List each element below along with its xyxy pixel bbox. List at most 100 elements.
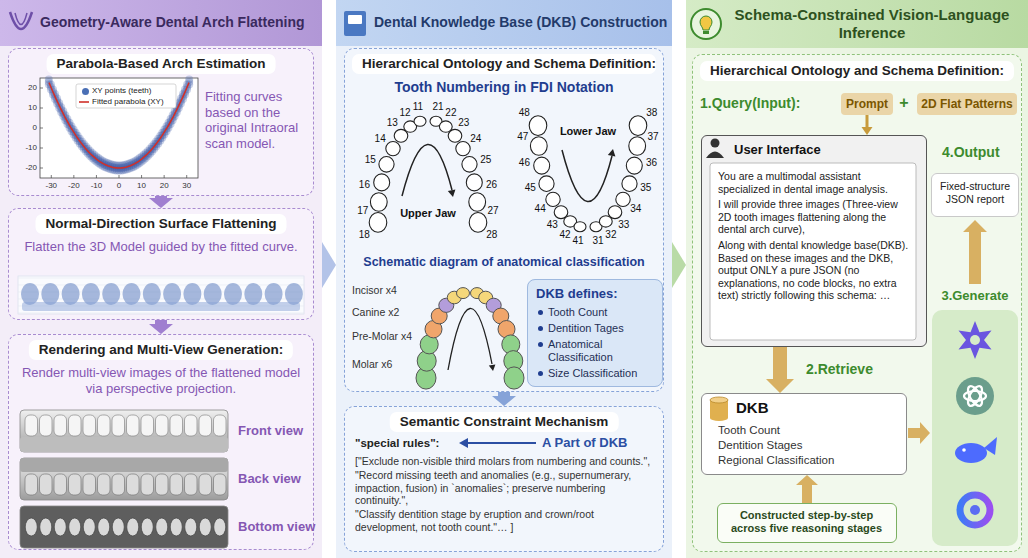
list-item: Regional Classification [718,454,898,468]
flattened-tooth [102,283,120,305]
tooth-number: 22 [445,107,456,119]
model-logo [984,437,997,455]
flattened-tooth [265,283,283,305]
prompt-window: User InterfaceYou are a multimodal assis… [701,135,927,347]
model-panel [932,310,1018,546]
connector-shape [149,196,173,208]
tooth-render [156,518,168,536]
section-heading: Parabola-Based Arch Estimation [47,54,276,74]
tooth-render [199,474,212,495]
box-text: Fixed-structure JSON report [936,180,1014,205]
tooth-render [185,474,198,495]
tooth-render [40,474,53,495]
tooth-number: 14 [375,133,386,145]
tick-mark [51,175,52,178]
tooth-number: 42 [560,229,571,241]
tooth-number: 47 [517,131,528,143]
tooth-outline [370,193,387,211]
output-box: Fixed-structure JSON report [931,173,1019,217]
tooth-render [156,474,169,495]
definition-box: DKB defines:Tooth CountDentition TagesAn… [527,279,663,387]
tooth-number: 12 [400,107,411,119]
step-box: Rendering and Multi-View Generation:Rend… [8,334,314,550]
tooth-render [25,474,38,495]
tooth-number: 28 [486,229,497,241]
tooth-outline [469,213,487,233]
tick-mark [141,175,142,178]
tooth-outline [456,142,470,156]
connector [672,242,686,288]
tooth-render [69,415,82,436]
axis-tick: 0 [33,123,37,133]
tooth-render [25,415,38,436]
axis-tick: -10 [91,181,103,191]
flattened-tooth [183,283,201,305]
prompt-text: Along with dental knowledge base(DKB). B… [718,239,910,302]
tooth-render [112,518,124,536]
axis-tick: -20 [25,163,37,173]
tooth-outline [608,206,622,219]
grid-line [18,278,304,279]
flattened-tooth [82,283,100,305]
tooth-render [25,518,37,536]
tag-text: 2D Flat Patterns [917,93,1017,115]
database-icon [710,415,728,421]
class-label: Pre-Molar x4 [352,330,412,343]
tooth-outline [629,137,646,155]
bulb-icon [691,9,721,39]
step-box: Normal-Direction Surface FlatteningFlatt… [8,208,314,320]
tick-mark [40,128,43,129]
connector [492,392,516,406]
legend-text: XY points (teeth) [92,86,151,96]
tooth-outline [448,129,462,142]
tooth-number: 48 [519,107,530,119]
tooth-number: 18 [359,229,370,241]
header-band [336,0,672,46]
model-logo [962,448,966,452]
bulb-icon [700,16,712,30]
list-item: Size Classification [548,367,656,380]
rule-text: "Classify dentition stage by eruption an… [355,508,653,533]
tooth-render [199,415,212,436]
tick-mark [40,168,43,169]
tooth-outline [574,222,586,232]
tooth-outline [530,137,547,155]
flattened-tooth [123,283,141,305]
tooth-number: 16 [359,179,370,191]
class-tooth [504,367,524,389]
generate-arrow [963,220,987,284]
panel: Schema-Constrained Vision-Language Infer… [686,0,1028,558]
flattened-tooth [62,283,80,305]
axis-tick: 0 [117,181,121,191]
note-box: Constructed step-by-step across five rea… [717,503,897,543]
plot-frame [40,78,198,178]
tooth-number: 23 [458,117,469,129]
bullet-dot [538,371,543,376]
tooth-number: 31 [592,235,603,247]
arrow-head [489,365,496,371]
model-logo [959,321,992,359]
tooth-render [214,415,227,436]
flattened-model [18,276,304,314]
connector-shape [492,392,516,406]
body-text: Fitting curves based on the original Int… [205,89,309,151]
flattened-tooth [21,283,39,305]
tag-text: Prompt [841,93,893,115]
axis-tick: 20 [160,181,169,191]
connector [322,242,336,288]
tooth-number: 37 [648,131,659,143]
tooth-render [199,518,211,536]
tooth-render [170,474,183,495]
model-logo [970,505,980,515]
arch-icon [10,12,32,29]
tick-mark [40,108,43,109]
legend-box [76,84,176,108]
book-icon [344,11,366,36]
section-heading: Hierarchical Ontology and Schema Definit… [352,54,656,74]
callout-label: A Part of DKB [542,435,627,451]
render-gum [20,458,228,472]
flattened-tooth [285,283,303,305]
tooth-number: 25 [480,154,491,166]
legend-line-sample [79,101,89,103]
